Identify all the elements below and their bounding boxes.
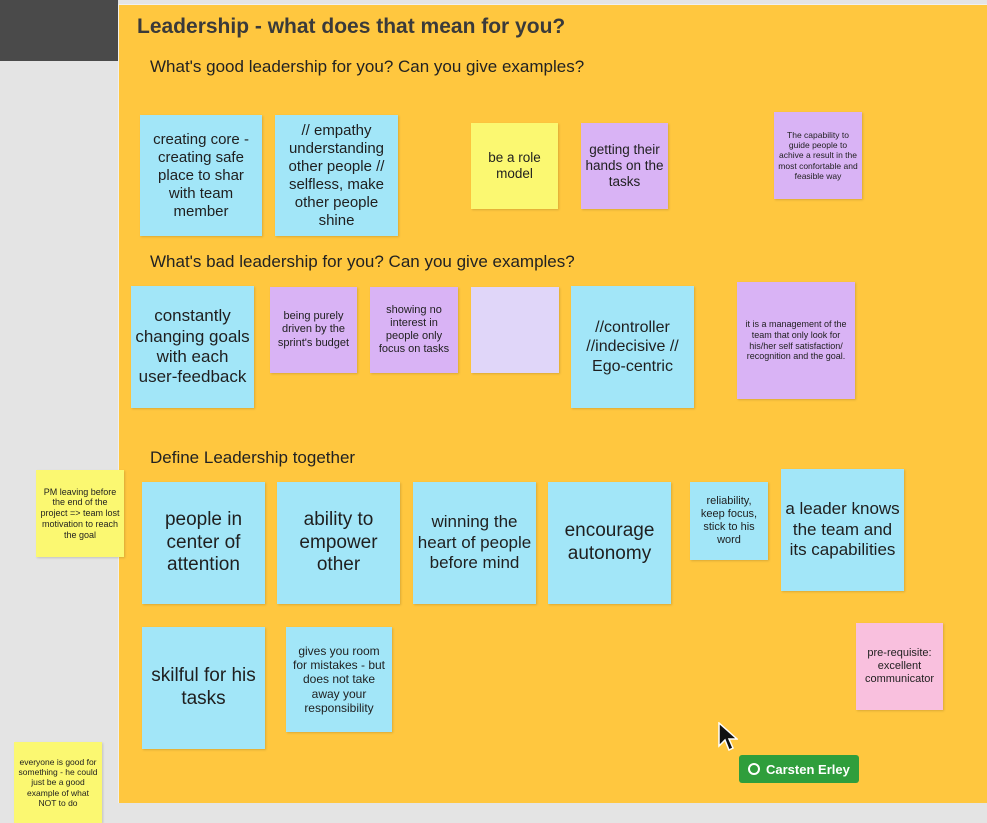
sticky-note[interactable]: constantly changing goals with each user… bbox=[131, 286, 254, 408]
sticky-note[interactable]: people in center of attention bbox=[142, 482, 265, 604]
section-bad-heading: What's bad leadership for you? Can you g… bbox=[150, 252, 575, 271]
sticky-note[interactable]: The capability to guide people to achive… bbox=[774, 112, 862, 199]
sticky-note[interactable]: be a role model bbox=[471, 123, 558, 209]
sticky-note[interactable]: pre-requisite: excellent communicator bbox=[856, 623, 943, 710]
sticky-note-empty[interactable] bbox=[471, 287, 559, 373]
sticky-note[interactable]: encourage autonomy bbox=[548, 482, 671, 604]
sticky-note[interactable]: reliability, keep focus, stick to his wo… bbox=[690, 482, 768, 560]
presence-icon bbox=[748, 763, 760, 775]
sticky-note[interactable]: gives you room for mistakes - but does n… bbox=[286, 627, 392, 732]
section-define-heading: Define Leadership together bbox=[150, 448, 356, 467]
collaborator-name: Carsten Erley bbox=[766, 761, 850, 777]
sticky-note[interactable]: getting their hands on the tasks bbox=[581, 123, 668, 209]
sticky-note[interactable]: being purely driven by the sprint's budg… bbox=[270, 287, 357, 373]
sticky-note[interactable]: //controller //indecisive // Ego-centric bbox=[571, 286, 694, 408]
sticky-note[interactable]: skilful for his tasks bbox=[142, 627, 265, 749]
sticky-note[interactable]: a leader knows the team and its capabili… bbox=[781, 469, 904, 591]
sticky-note[interactable]: // empathy understanding other people //… bbox=[275, 115, 398, 236]
sticky-note[interactable]: everyone is good for something - he coul… bbox=[14, 742, 102, 823]
mouse-cursor-icon bbox=[718, 722, 738, 752]
collaborator-badge: Carsten Erley bbox=[739, 755, 859, 783]
sticky-note[interactable]: ability to empower other bbox=[277, 482, 400, 604]
board-title: Leadership - what does that mean for you… bbox=[137, 15, 566, 38]
sticky-note[interactable]: PM leaving before the end of the project… bbox=[36, 470, 124, 557]
top-bar bbox=[0, 0, 118, 61]
sticky-note[interactable]: it is a management of the team that only… bbox=[737, 282, 855, 399]
sticky-note[interactable]: creating core - creating safe place to s… bbox=[140, 115, 262, 236]
sticky-note[interactable]: winning the heart of people before mind bbox=[413, 482, 536, 604]
sticky-note[interactable]: showing no interest in people only focus… bbox=[370, 287, 458, 373]
section-good-heading: What's good leadership for you? Can you … bbox=[150, 57, 585, 76]
